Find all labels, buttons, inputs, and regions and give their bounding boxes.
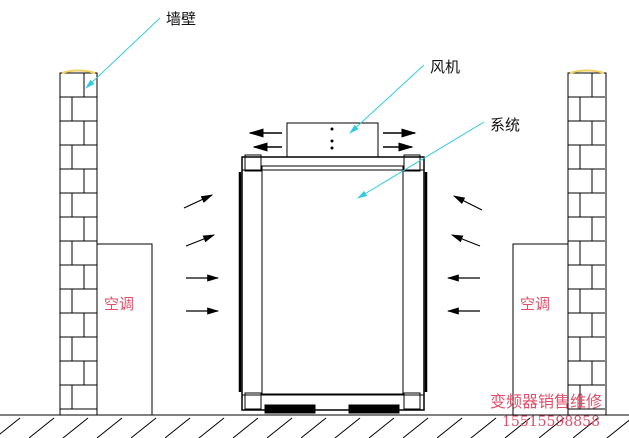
exhaust-arrows	[248, 128, 417, 152]
right-wall	[567, 69, 607, 416]
ground-hatch	[606, 419, 629, 438]
system-label: 系统	[490, 116, 521, 134]
watermark-title: 变频器销售维修	[490, 392, 603, 411]
ground-hatch	[300, 417, 327, 438]
ground-hatch	[402, 417, 429, 438]
ground-hatch	[198, 417, 225, 438]
leader-lines	[85, 17, 485, 199]
ground-hatch	[368, 417, 395, 438]
ground-hatch	[62, 417, 89, 438]
ground-hatch	[130, 417, 157, 438]
ground-hatch	[96, 417, 123, 438]
wall-label: 墙壁	[166, 10, 197, 28]
left-wall	[59, 69, 98, 416]
ac-left-label: 空调	[104, 295, 135, 313]
ac-unit-right	[512, 243, 569, 416]
ac-right-label: 空调	[520, 295, 551, 313]
intake-arrows	[183, 194, 483, 315]
ground-hatch	[164, 417, 191, 438]
ground-hatch	[334, 417, 361, 438]
cabinet-system	[238, 154, 428, 414]
ground-hatch	[504, 417, 531, 438]
ground-hatch	[436, 417, 463, 438]
fan-label: 风机	[430, 58, 461, 76]
ground-hatch	[266, 417, 293, 438]
ac-unit-left	[96, 243, 153, 416]
watermark-phone: 15515598858	[502, 414, 600, 430]
fan-unit	[286, 122, 379, 158]
ground-hatch	[572, 417, 599, 438]
ground-hatch	[232, 417, 259, 438]
ground-hatch	[538, 417, 565, 438]
ground-hatch	[470, 417, 497, 438]
ground-hatch	[28, 417, 55, 438]
ground-hatch	[0, 417, 21, 435]
